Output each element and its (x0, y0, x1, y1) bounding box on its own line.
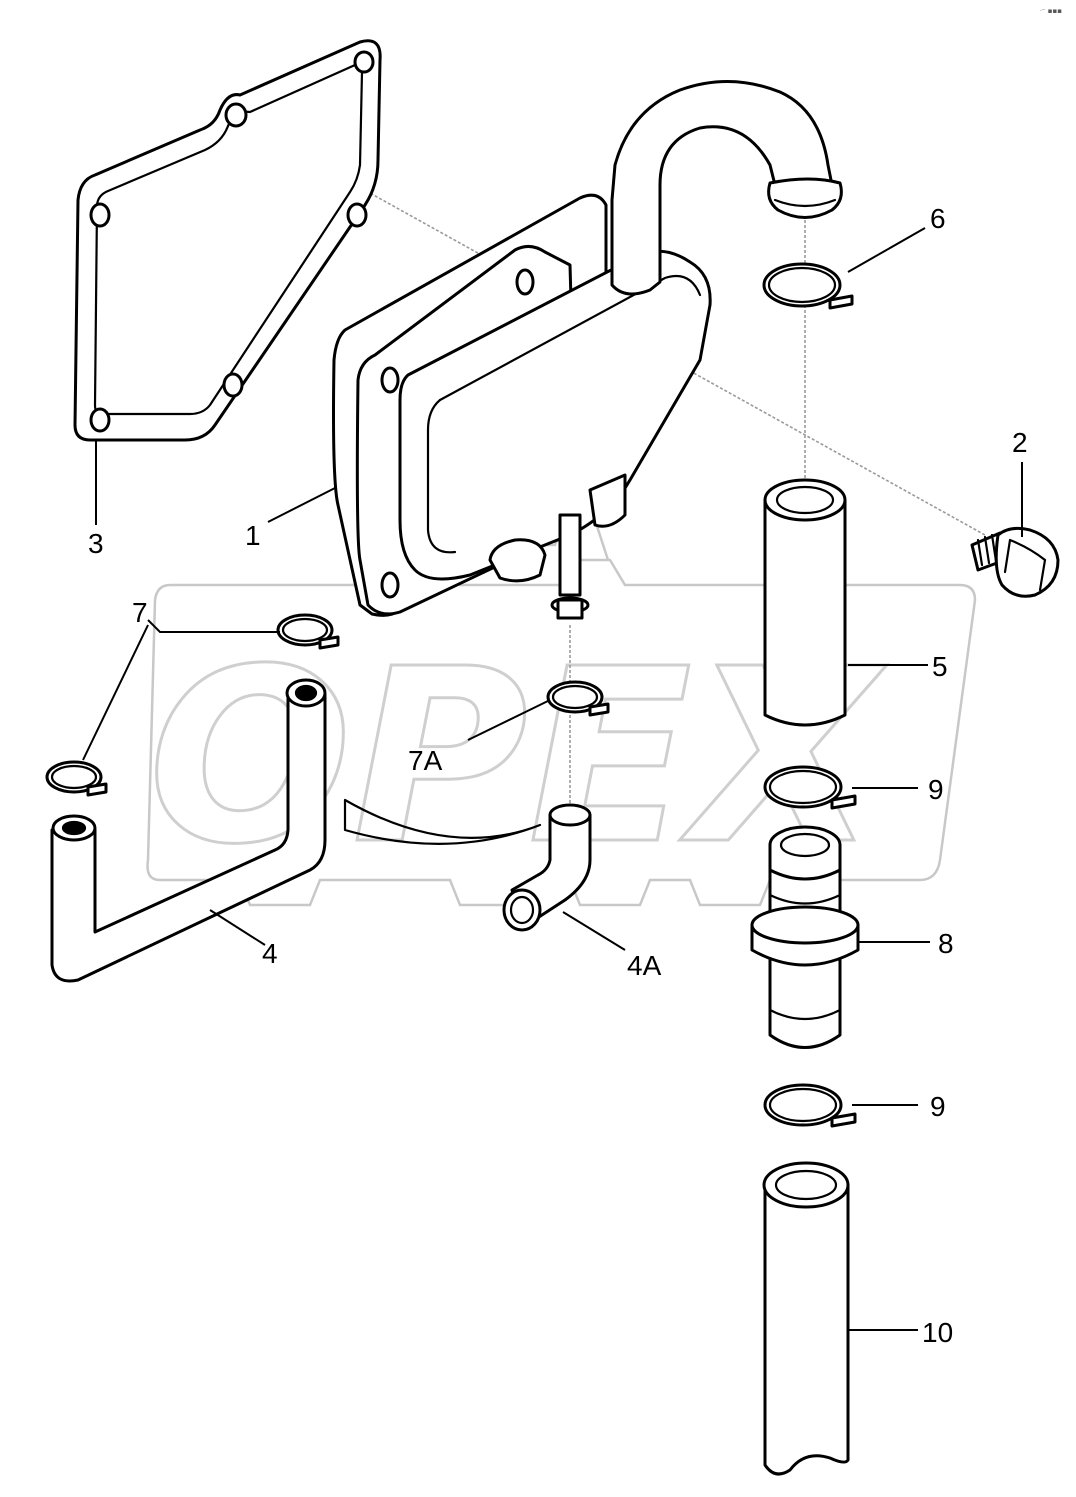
connector-part-8 (750, 825, 860, 1049)
hose-part-10 (762, 1161, 850, 1476)
callout-7: 7 (132, 597, 148, 628)
callout-1: 1 (245, 520, 261, 551)
clamp-part-9-upper (763, 765, 857, 810)
callout-8: 8 (938, 928, 954, 959)
callout-9-lower: 9 (930, 1091, 946, 1122)
corner-mark: ᐧ⁻ ▪▪▪ (1040, 7, 1062, 15)
clamp-part-7-lower (45, 760, 108, 797)
callout-4: 4 (262, 938, 278, 969)
callout-6: 6 (930, 203, 946, 234)
callout-4a: 4A (627, 950, 662, 981)
callout-10: 10 (922, 1317, 953, 1348)
callout-7a: 7A (408, 745, 443, 776)
callout-3: 3 (88, 528, 104, 559)
elbow-hose-part-4a (502, 803, 592, 932)
axis-gasket-bolt (234, 117, 986, 536)
bolt-part-2 (970, 526, 1060, 598)
alternative-indicator (343, 798, 542, 845)
breather-housing-part-1 (332, 79, 843, 620)
clamp-part-9-lower (763, 1083, 857, 1128)
clamp-part-7-upper (276, 613, 340, 650)
bent-hose-part-4 (50, 678, 327, 983)
callout-5: 5 (932, 651, 948, 682)
clamp-part-6 (762, 262, 854, 310)
gasket-part-3 (73, 39, 382, 442)
leader-lines (82, 227, 1023, 1331)
clamp-part-7a (546, 680, 610, 717)
hose-part-5 (763, 478, 847, 727)
callout-2: 2 (1012, 427, 1028, 458)
callout-9-upper: 9 (928, 774, 944, 805)
